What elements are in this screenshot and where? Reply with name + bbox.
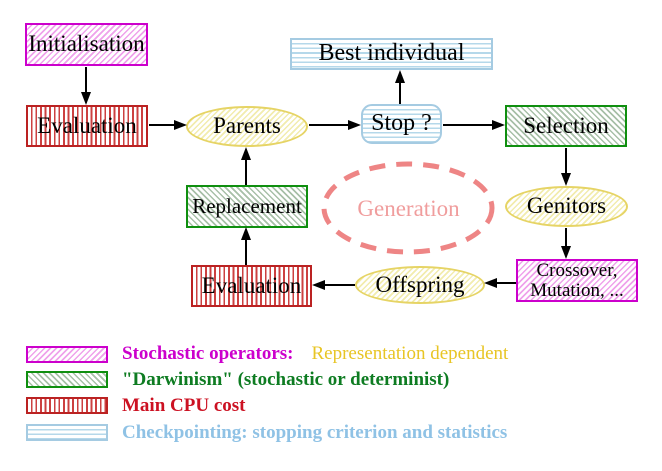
arrowhead-evaluation-parents [174, 120, 187, 130]
legend-swatch-checkpointing [26, 424, 108, 441]
node-offspring: Offspring [355, 266, 485, 304]
node-genitors: Genitors [505, 186, 628, 227]
arrowhead-replacement-parents [241, 147, 251, 160]
generation-dashed-ellipse [321, 161, 495, 255]
arrowhead-offspring-evaluation [312, 280, 325, 290]
crossover-line1: Crossover, [536, 259, 618, 281]
arrow-line-stop-selection [443, 124, 492, 126]
arrow-line-init-evaluation [85, 67, 87, 93]
legend-row-cpu: Main CPU cost [122, 395, 246, 416]
arrow-line-evaluation-replacement [245, 239, 247, 265]
arrow-line-genitors-crossover [565, 228, 567, 246]
arrowhead-stop-best [395, 70, 405, 83]
generation-label: Generation [357, 195, 460, 221]
legend-row-stochastic: Stochastic operators: Representation depe… [122, 343, 508, 365]
node-evaluation-top: Evaluation [26, 105, 148, 147]
legend-swatch-cpu [26, 397, 108, 414]
legend-row-darwinism: "Darwinism" (stochastic or determinist) [122, 369, 450, 390]
node-best-individual: Best individual [290, 38, 493, 70]
arrow-line-parents-stop [309, 124, 348, 126]
arrowhead-init-evaluation [81, 92, 91, 105]
node-stop: Stop ? [361, 104, 442, 144]
crossover-line2: Mutation, ... [530, 279, 624, 301]
arrowhead-crossover-offspring [484, 278, 497, 288]
legend-label-stochastic: Stochastic operators: [122, 343, 294, 364]
node-crossover-mutation: Crossover, Mutation, ... [516, 259, 638, 302]
arrowhead-stop-selection [492, 120, 505, 130]
node-evaluation-bottom: Evaluation [191, 265, 312, 307]
node-selection: Selection [505, 105, 627, 147]
node-replacement: Replacement [186, 185, 308, 228]
arrowhead-evaluation-replacement [241, 227, 251, 240]
node-initialisation: Initialisation [25, 23, 148, 66]
arrowhead-selection-genitors [561, 173, 571, 186]
arrowhead-genitors-crossover [561, 246, 571, 259]
arrowhead-parents-stop [348, 120, 361, 130]
arrow-line-offspring-evaluation [325, 284, 355, 286]
arrow-line-evaluation-parents [149, 124, 175, 126]
legend-label-representation: Representation dependent [311, 343, 509, 364]
arrow-line-selection-genitors [565, 148, 567, 173]
legend-swatch-darwinism [26, 371, 108, 388]
arrow-line-stop-best [399, 82, 401, 104]
arrow-line-replacement-parents [245, 159, 247, 185]
legend-row-checkpointing: Checkpointing: stopping criterion and st… [122, 422, 508, 443]
legend-swatch-stochastic [26, 346, 108, 363]
node-parents: Parents [186, 106, 308, 147]
arrow-line-crossover-offspring [497, 282, 516, 284]
